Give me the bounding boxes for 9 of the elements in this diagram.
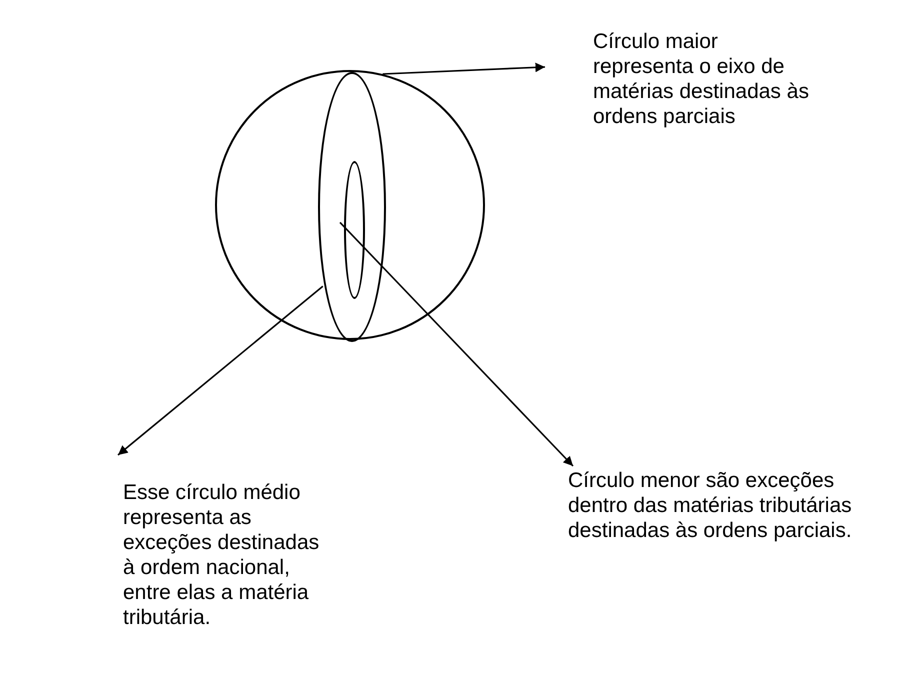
arrow <box>339 222 574 467</box>
description-text: Círculo menor são exceções dentro das matérias tributárias destinadas às ordens parciais. <box>568 468 853 543</box>
ellipse <box>344 161 365 299</box>
arrow <box>382 62 546 75</box>
circle <box>215 70 485 340</box>
description-text: Círculo maior representa o eixo de matérias destinadas às ordens parciais <box>593 29 810 129</box>
arrow <box>118 286 324 456</box>
description-text: Esse círculo médio representa as exceções destinadas à ordem nacional, entre elas a matéria tributária. <box>123 480 320 630</box>
ellipse <box>318 72 386 342</box>
